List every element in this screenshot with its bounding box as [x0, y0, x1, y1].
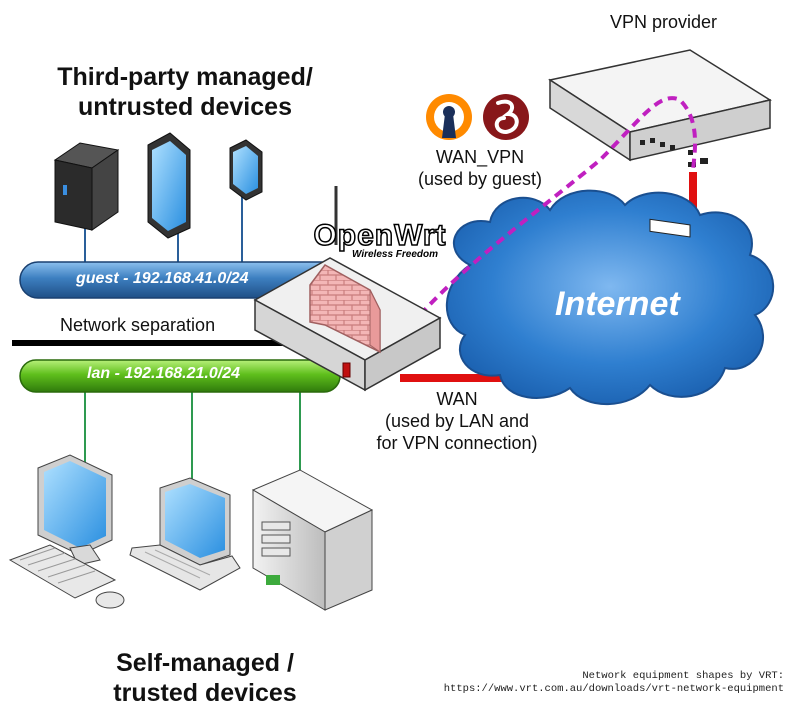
wireguard-icon	[483, 94, 529, 140]
openwrt-brand: OpenWrt	[313, 219, 447, 252]
wan-line-2: (used by LAN and	[384, 411, 530, 431]
wan-vpn-line-2: (used by guest)	[417, 169, 543, 189]
openvpn-icon	[426, 94, 472, 140]
wan-line-3: for VPN connection)	[376, 433, 538, 453]
wan-line-1: WAN	[436, 389, 478, 409]
lan-network-label: lan - 192.168.21.0/24	[87, 365, 240, 382]
untrusted-heading: Third-party managed/ untrusted devices	[20, 62, 350, 122]
credit-line-2: https://www.vrt.com.au/downloads/vrt-net…	[443, 683, 784, 695]
vpn-tunnel	[418, 96, 697, 317]
openwrt-tagline: Wireless Freedom	[351, 249, 439, 260]
firewall-icon	[309, 264, 381, 354]
vpn-provider-device	[548, 49, 772, 238]
vpn-provider-label: VPN provider	[610, 12, 718, 32]
wan-vpn-line-1: WAN_VPN	[435, 147, 525, 167]
tower-server-icon	[251, 469, 374, 611]
internet-cloud	[445, 189, 775, 406]
openwrt-logo: OpenWrt Wireless Freedom	[300, 219, 460, 260]
trusted-heading-line-1: Self-managed /	[116, 649, 294, 677]
credit-note: Network equipment shapes by VRT: https:/…	[364, 670, 784, 696]
untrusted-heading-line-2: untrusted devices	[78, 93, 292, 121]
smartphone-icon	[229, 139, 263, 201]
laptop-icon	[129, 477, 241, 591]
network-separation-label: Network separation	[60, 315, 216, 335]
lan-drop-lines	[84, 390, 301, 488]
untrusted-heading-line-1: Third-party managed/	[57, 63, 313, 91]
wan-vpn-label: WAN_VPN (used by guest)	[390, 146, 570, 190]
trusted-heading: Self-managed / trusted devices	[40, 648, 370, 708]
tablet-icon	[147, 132, 191, 239]
guest-network-label: guest - 192.168.41.0/24	[76, 270, 249, 287]
server-tower-icon	[53, 142, 120, 231]
credit-line-1: Network equipment shapes by VRT:	[582, 670, 784, 682]
trusted-heading-line-2: trusted devices	[113, 679, 297, 707]
internet-label: Internet	[555, 285, 680, 323]
desktop-pc-icon	[8, 454, 125, 609]
wan-label: WAN (used by LAN and for VPN connection)	[352, 388, 562, 454]
